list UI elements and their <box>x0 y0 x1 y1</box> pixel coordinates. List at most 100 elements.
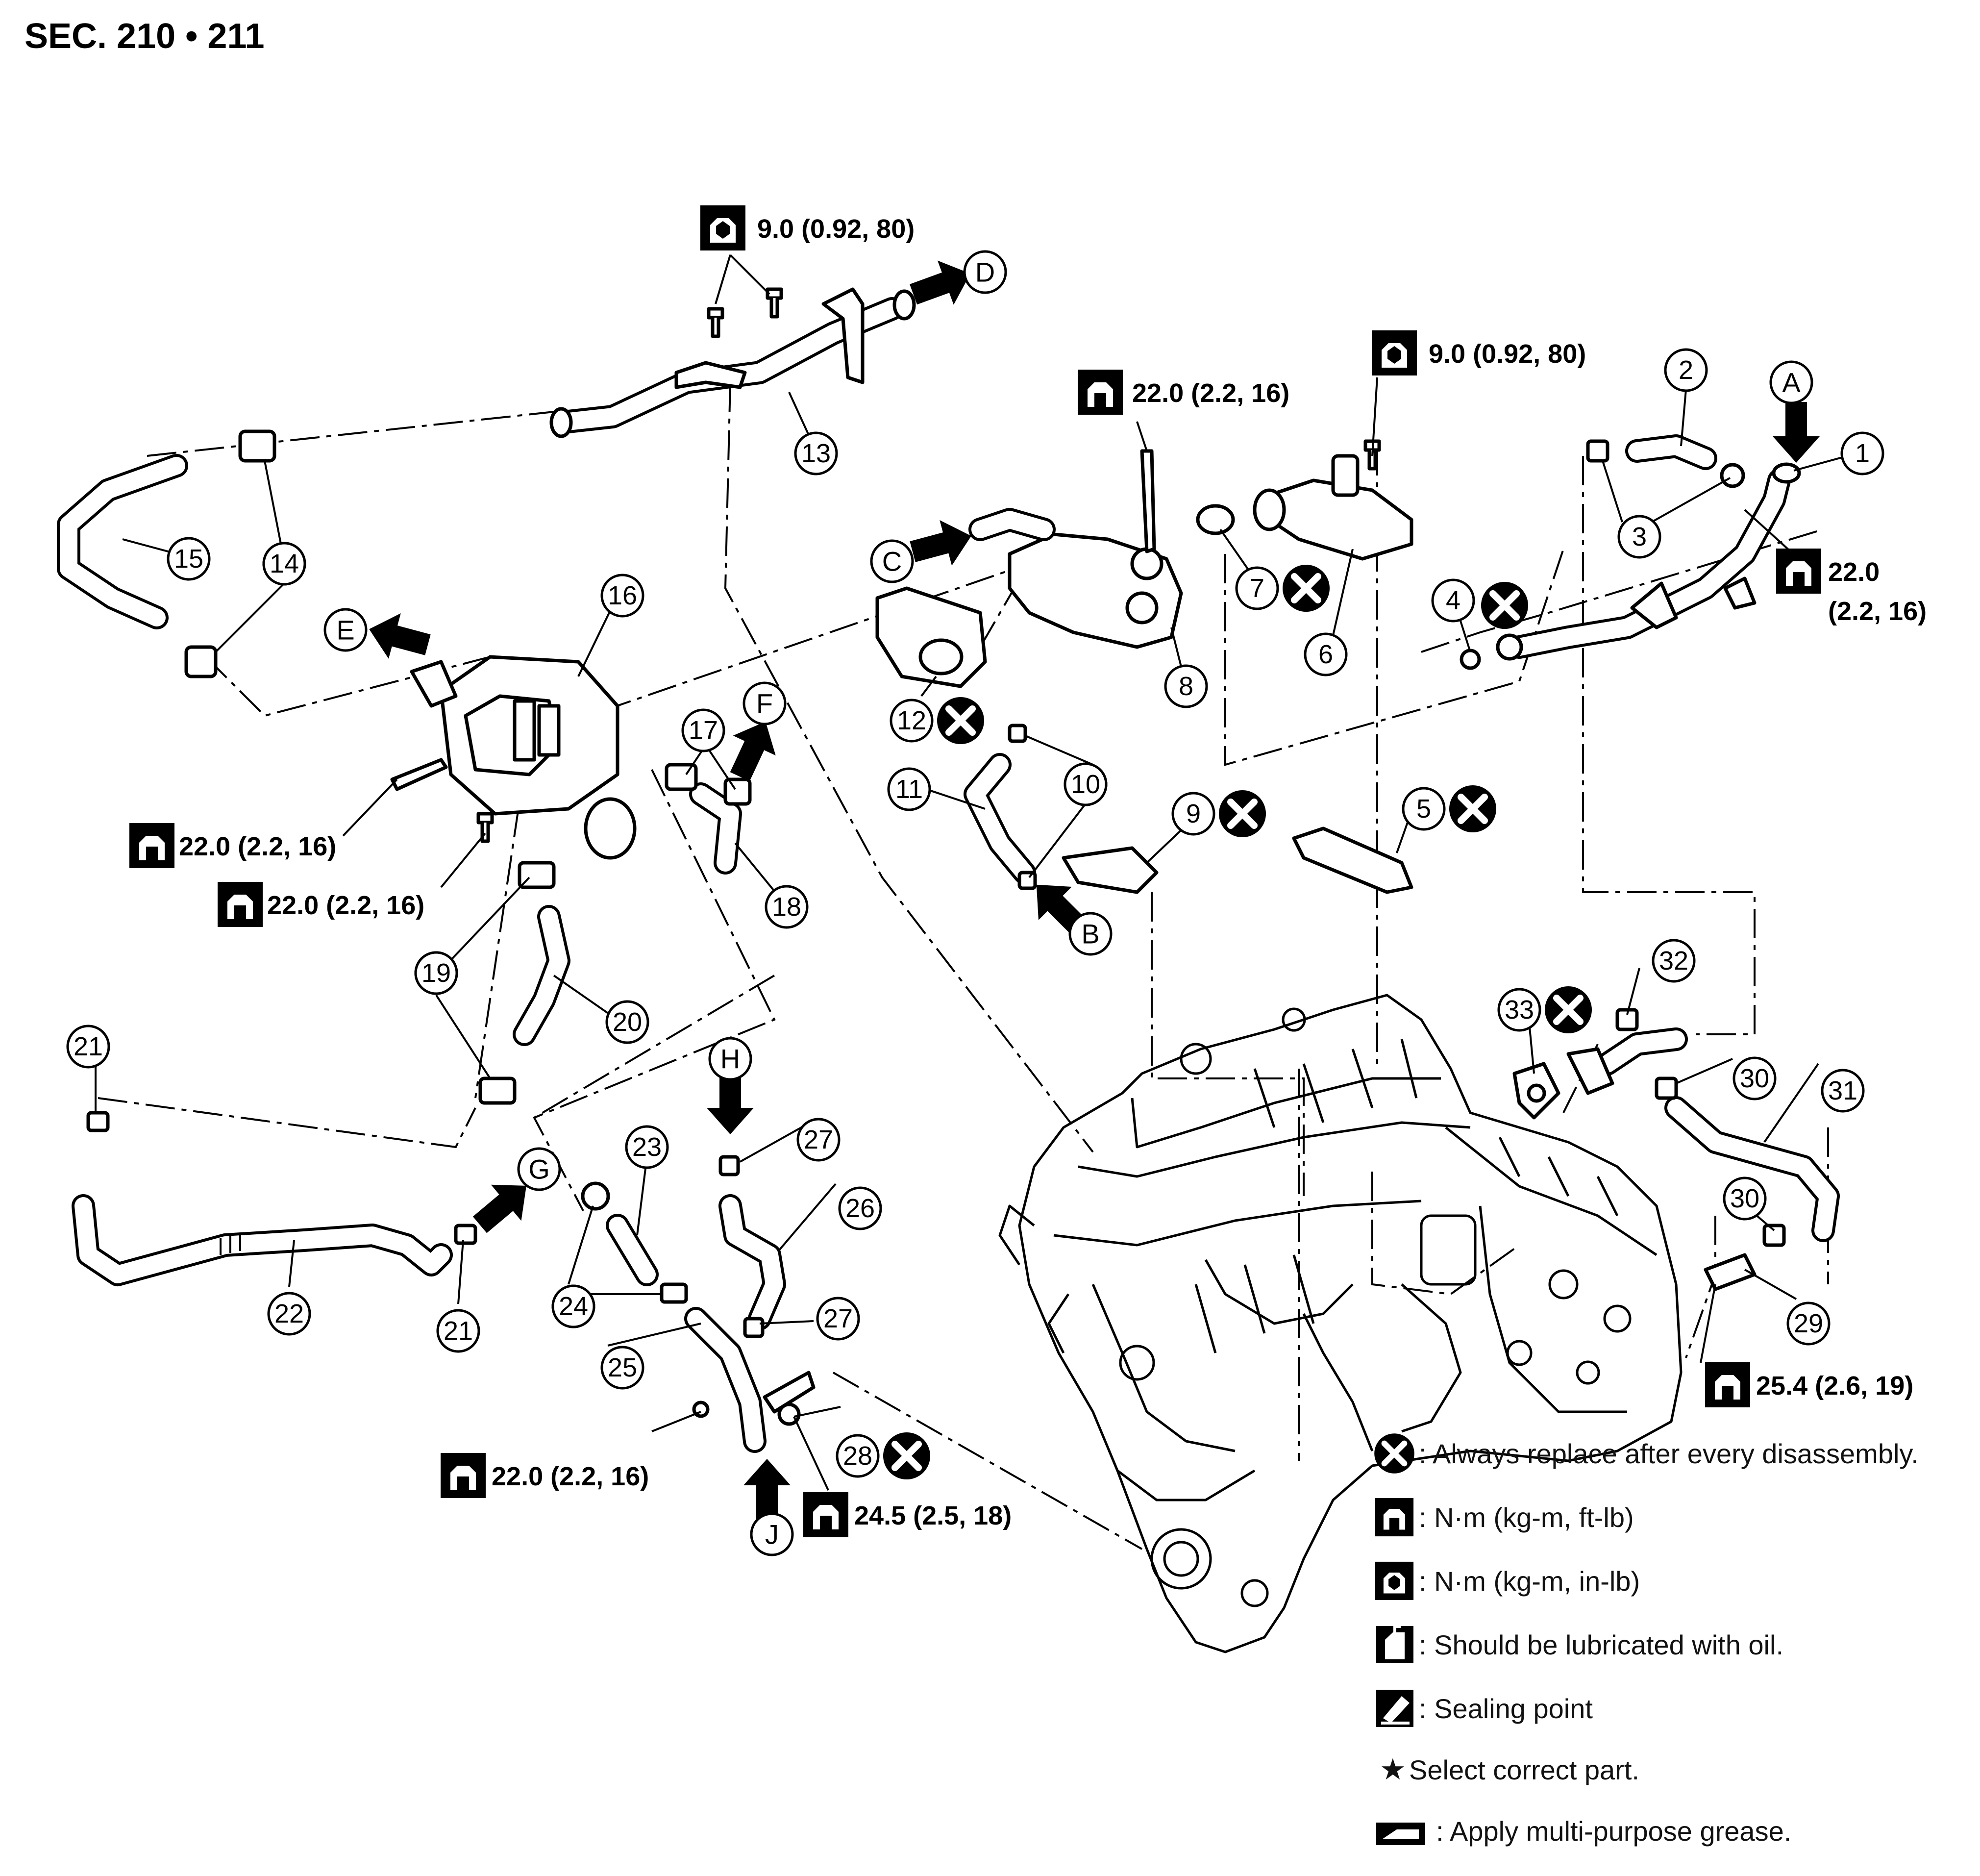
legend-torque-inlb: : N·m (kg-m, in-lb) <box>1375 1561 1640 1601</box>
svg-text:22.0 (2.2, 16): 22.0 (2.2, 16) <box>1132 378 1289 408</box>
bolt-16 <box>390 758 448 791</box>
svg-text:18: 18 <box>772 892 801 922</box>
part-number-4: 4 <box>1431 578 1475 623</box>
clamp-21b <box>454 1224 477 1245</box>
letter-b: B <box>1068 912 1113 956</box>
svg-text:25: 25 <box>608 1353 637 1382</box>
svg-text:: Sealing point: : Sealing point <box>1419 1693 1593 1724</box>
letter-c: C <box>870 539 914 583</box>
svg-text:(2.2, 16): (2.2, 16) <box>1828 597 1927 626</box>
svg-text:21: 21 <box>444 1316 473 1346</box>
part-number-12: 12 <box>890 699 934 743</box>
svg-text:27: 27 <box>804 1125 833 1154</box>
star-icon: ★ <box>1380 1753 1406 1786</box>
part-number-23: 23 <box>625 1125 669 1169</box>
part-number-24b: 24 <box>551 1284 595 1328</box>
svg-text:25.4 (2.6, 19): 25.4 (2.6, 19) <box>1756 1371 1913 1401</box>
svg-text:30: 30 <box>1740 1064 1769 1093</box>
part-number-28: 28 <box>836 1434 880 1478</box>
bolt-8 <box>1140 449 1156 553</box>
water-pipe-1 <box>1496 462 1801 661</box>
svg-text:32: 32 <box>1659 946 1688 976</box>
part-number-5: 5 <box>1402 787 1446 831</box>
letter-h: H <box>708 1037 752 1081</box>
hose-18 <box>665 763 752 875</box>
part-number-17: 17 <box>681 708 725 752</box>
arrow-a <box>1773 402 1820 463</box>
svg-text:8: 8 <box>1179 672 1193 701</box>
torque-inlb-icon <box>1375 1561 1414 1601</box>
svg-text:5: 5 <box>1416 794 1431 824</box>
gasket-12 <box>875 586 987 688</box>
svg-text:: Should be lubricated with oi: : Should be lubricated with oil. <box>1419 1629 1783 1660</box>
svg-text:23: 23 <box>632 1132 662 1162</box>
o-ring-4 <box>1460 649 1481 670</box>
svg-text:9.0 (0.92, 80): 9.0 (0.92, 80) <box>1429 339 1586 369</box>
part-number-30b: 30 <box>1723 1176 1767 1221</box>
pipe-32 <box>1566 1008 1688 1095</box>
water-inlet-6 <box>1253 454 1413 561</box>
part-leaders <box>95 377 1848 1491</box>
svg-text:: N·m (kg-m, ft-lb): : N·m (kg-m, ft-lb) <box>1419 1502 1634 1533</box>
svg-text:Select correct part.: Select correct part. <box>1409 1754 1639 1785</box>
svg-text:30: 30 <box>1730 1184 1759 1213</box>
arrow-j <box>743 1459 791 1520</box>
letter-d: D <box>963 250 1007 294</box>
clamp-24 <box>581 1181 688 1304</box>
letter-g: G <box>517 1147 561 1191</box>
arrow-h <box>707 1074 754 1134</box>
svg-text:17: 17 <box>689 716 718 745</box>
svg-text:: N·m (kg-m, in-lb): : N·m (kg-m, in-lb) <box>1419 1566 1640 1597</box>
part-number-10b: 10 <box>1064 762 1108 806</box>
svg-text:26: 26 <box>845 1194 875 1223</box>
part-number-18: 18 <box>765 885 809 929</box>
part-number-1: 1 <box>1840 431 1884 475</box>
part-number-3: 3 <box>1617 515 1661 559</box>
part-number-27a: 27 <box>796 1118 841 1162</box>
legend-grease: : Apply multi-purpose grease. <box>1376 1816 1791 1847</box>
svg-text:16: 16 <box>608 581 637 610</box>
svg-text:31: 31 <box>1828 1076 1857 1105</box>
gasket-9 <box>1062 846 1159 894</box>
svg-text:33: 33 <box>1505 995 1534 1025</box>
hose-31 <box>1664 1096 1840 1242</box>
svg-text:29: 29 <box>1794 1309 1823 1338</box>
legend-select: ★ Select correct part. <box>1380 1753 1639 1786</box>
part-number-11: 11 <box>887 767 931 811</box>
svg-text:21: 21 <box>74 1032 103 1061</box>
part-number-15: 15 <box>167 537 211 581</box>
part-number-2: 2 <box>1664 348 1708 392</box>
clamp-21a <box>86 1111 110 1132</box>
part-number-31: 31 <box>1821 1069 1865 1113</box>
part-number-29: 29 <box>1786 1301 1831 1346</box>
svg-text:C: C <box>882 546 902 577</box>
svg-text:J: J <box>765 1519 779 1550</box>
svg-text:22.0: 22.0 <box>1828 557 1880 587</box>
part-number-21a: 21 <box>66 1025 110 1069</box>
svg-text:2: 2 <box>1679 355 1693 385</box>
svg-text:24.5 (2.5, 18): 24.5 (2.5, 18) <box>854 1501 1012 1530</box>
water-pump-8 <box>968 508 1183 649</box>
svg-text:11: 11 <box>895 775 923 804</box>
svg-text:9.0 (0.92, 80): 9.0 (0.92, 80) <box>757 214 915 244</box>
legend: : Always replace after every disassembly… <box>1374 1433 1919 1847</box>
part-number-26: 26 <box>838 1186 882 1230</box>
torque-spec-16a: 22.0 (2.2, 16) <box>129 823 336 868</box>
hose-2 <box>1625 434 1717 470</box>
grease-icon <box>1376 1823 1425 1845</box>
svg-text:10: 10 <box>1071 770 1100 799</box>
svg-text:B: B <box>1081 919 1099 950</box>
torque-spec-29: 25.4 (2.6, 19) <box>1705 1362 1913 1407</box>
clamp-30a <box>1655 1076 1678 1100</box>
svg-text:22: 22 <box>274 1299 304 1328</box>
oil-can-icon <box>1376 1625 1413 1663</box>
bolt-13a <box>709 309 722 336</box>
clamp-30b <box>1762 1224 1786 1247</box>
legend-replace: : Always replace after every disassembly… <box>1374 1433 1919 1474</box>
svg-text:F: F <box>756 688 773 719</box>
part-number-9: 9 <box>1171 792 1215 836</box>
part-number-22: 22 <box>267 1292 311 1336</box>
svg-text:: Always replace after every d: : Always replace after every disassembly… <box>1419 1438 1919 1469</box>
svg-text:27: 27 <box>823 1304 853 1333</box>
